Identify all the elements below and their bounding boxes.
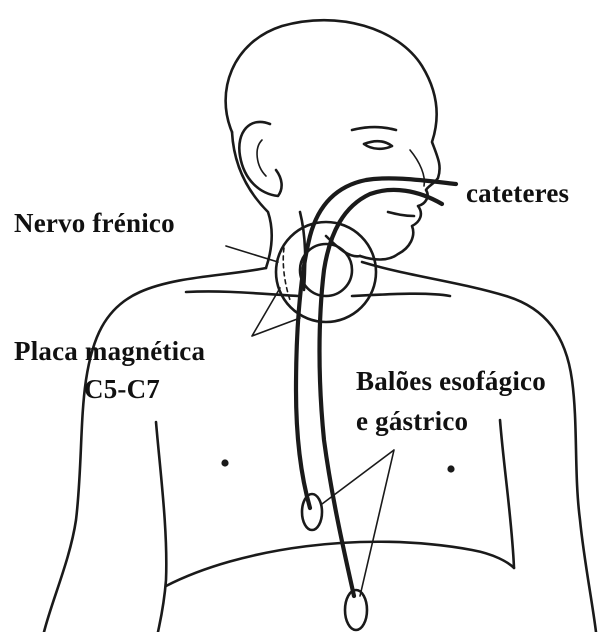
right-nipple [447, 465, 454, 472]
right-arm-line [500, 420, 514, 568]
mouth [388, 212, 414, 216]
neck-back [232, 132, 272, 268]
label-placa-magnetica: Placa magnética [14, 336, 205, 366]
esophageal-balloon [302, 494, 322, 530]
right-shoulder [362, 262, 596, 632]
left-nipple [221, 459, 228, 466]
label-baloes-esofagico: Balões esofágico [356, 366, 546, 396]
left-shoulder [44, 268, 266, 632]
label-cateteres: cateteres [466, 178, 569, 208]
right-clavicle [352, 294, 450, 296]
eye [352, 127, 396, 149]
pointer-baloes [322, 450, 394, 596]
ear-inner [257, 140, 266, 176]
label-nervo-frenico: Nervo frénico [14, 208, 175, 238]
phrenic-nerve-dashes [283, 248, 290, 300]
label-placa-range: C5-C7 [84, 374, 160, 404]
left-arm-line [156, 422, 166, 632]
label-e-gastrico: e gástrico [356, 406, 468, 436]
abdomen-curve [166, 542, 514, 586]
